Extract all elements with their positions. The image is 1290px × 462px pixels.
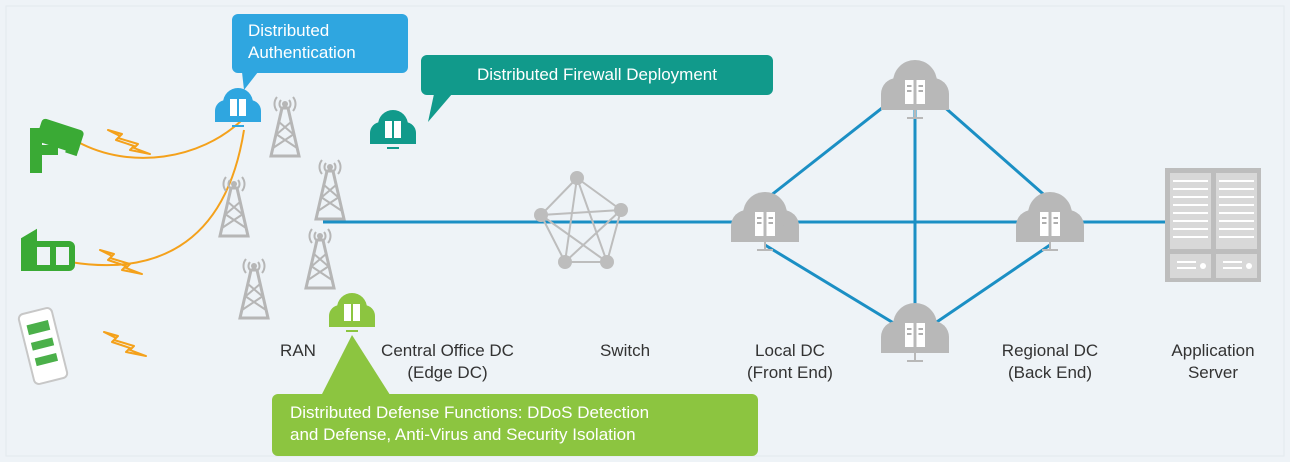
label-regional-dc: Regional DC (Back End) xyxy=(1001,341,1099,382)
label-application-server: Application Server xyxy=(1171,341,1255,382)
server-rack-icon xyxy=(1165,168,1261,282)
vr-glasses-icon xyxy=(21,228,75,271)
link-local-to-bottom xyxy=(764,243,906,332)
phone-icon xyxy=(17,307,69,385)
switch-icon xyxy=(534,171,628,269)
camera-icon xyxy=(30,118,84,173)
auth-callout xyxy=(232,14,408,90)
cloud-icon-local-dc xyxy=(731,192,799,251)
label-central-office-dc: Central Office DC (Edge DC) xyxy=(381,341,514,382)
defense-callout xyxy=(272,335,758,456)
firewall-callout-text: Distributed Firewall Deployment xyxy=(477,65,717,84)
auth-cloud-icon xyxy=(215,88,261,127)
label-ran: RAN xyxy=(280,341,316,360)
link-camera-to-auth xyxy=(77,119,243,159)
link-glasses-to-auth xyxy=(69,129,245,267)
auth-callout-text: Distributed Authentication xyxy=(248,21,356,62)
defense-callout-text: Distributed Defense Functions: DDoS Dete… xyxy=(290,403,650,444)
link-bottom-to-regional xyxy=(924,243,1051,332)
label-switch: Switch xyxy=(599,341,651,360)
defense-cloud-icon xyxy=(329,293,375,332)
cloud-icon-top-dc xyxy=(881,60,949,119)
firewall-callout xyxy=(421,55,773,122)
access-links xyxy=(69,119,245,267)
cloud-icon-regional-dc xyxy=(1016,192,1084,251)
label-local-dc: Local DC (Front End) xyxy=(747,341,833,382)
firewall-cloud-icon xyxy=(370,110,416,149)
cloud-icon-bottom-dc xyxy=(881,303,949,362)
